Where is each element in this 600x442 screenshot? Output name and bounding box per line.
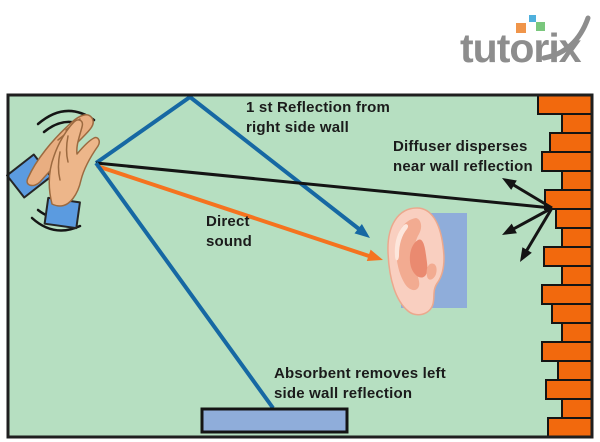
first-reflection-label-line2: right side wall: [246, 119, 350, 136]
brick: [541, 151, 593, 172]
dispersed-arrowhead-2-icon: [502, 223, 517, 235]
absorbent-label-line1: Absorbent removes left: [274, 365, 446, 382]
near-wall-ray: [95, 161, 553, 210]
brick: [544, 189, 593, 210]
brick: [555, 208, 593, 229]
room-border: [6, 93, 594, 439]
brick: [543, 246, 593, 267]
brick: [541, 341, 593, 362]
brick: [537, 94, 593, 115]
brick: [545, 379, 593, 400]
direct-sound-label: Direct sound: [206, 212, 252, 252]
logo-orange-square-icon: [516, 23, 526, 33]
logo-blue-square-icon: [529, 15, 536, 22]
logo-green-square-icon: [536, 22, 545, 31]
absorbent-label: Absorbent removes left side wall reflect…: [274, 364, 446, 404]
brick: [557, 360, 593, 381]
brick: [561, 398, 593, 419]
diffuser-label-line2: near wall reflection: [393, 158, 533, 175]
first-reflection-arrowhead-icon: [354, 224, 370, 238]
direct-sound-label-line2: sound: [206, 233, 252, 250]
brick: [547, 417, 593, 438]
brick: [561, 322, 593, 343]
brick: [549, 132, 593, 153]
ear-icon: [387, 207, 445, 316]
diffuser-label-line1: Diffuser disperses: [393, 138, 528, 155]
first-reflection-ray: [94, 94, 361, 231]
tutorix-logo: tutorix: [452, 6, 597, 78]
brick-diffuser-wall-icon: [537, 94, 593, 438]
brick: [551, 303, 593, 324]
clapping-hands-icon: [5, 109, 100, 232]
brick: [561, 113, 593, 134]
direct-sound-ray: [96, 164, 370, 258]
absorbent-panel-icon: [200, 407, 349, 434]
diffuser-label: Diffuser disperses near wall reflection: [393, 137, 533, 177]
left-wall-ray: [94, 161, 275, 410]
absorbent-label-line2: side wall reflection: [274, 385, 413, 402]
brick: [561, 265, 593, 286]
direct-sound-label-line1: Direct: [206, 213, 250, 230]
first-reflection-label: 1 st Reflection from right side wall: [246, 98, 390, 138]
dispersed-ray-3: [522, 207, 554, 256]
dispersed-arrowhead-1-icon: [502, 178, 517, 190]
logo-swoosh-icon: [541, 15, 591, 61]
room-background: [8, 95, 592, 437]
brick: [541, 284, 593, 305]
tutorix-logo-icon: tutorix: [460, 15, 591, 71]
brick: [561, 227, 593, 248]
dispersed-arrowhead-3-icon: [520, 247, 532, 262]
first-reflection-label-line1: 1 st Reflection from: [246, 99, 391, 116]
brick: [561, 170, 593, 191]
direct-sound-arrowhead-icon: [366, 249, 383, 261]
